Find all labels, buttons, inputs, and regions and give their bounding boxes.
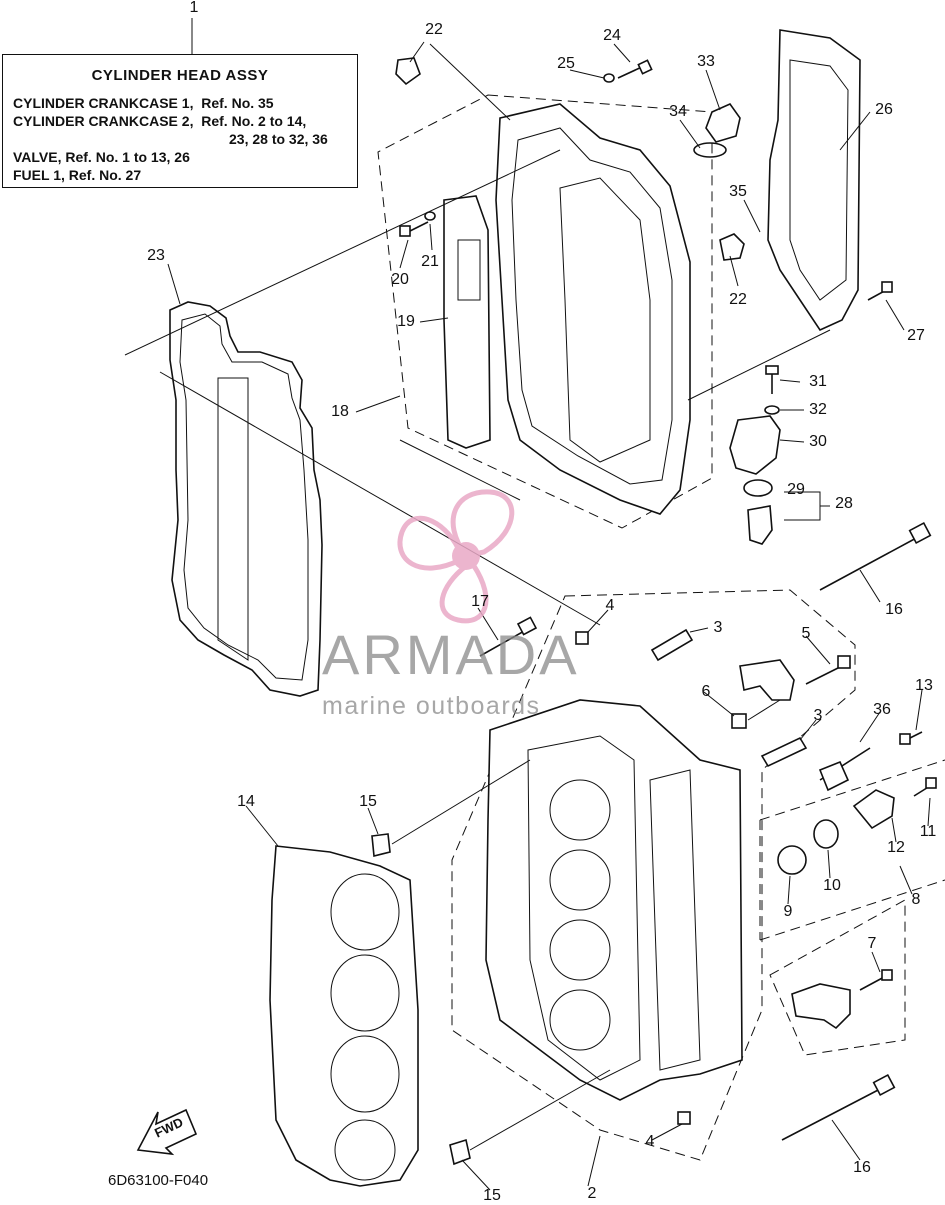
callout-3-lower: 3 xyxy=(813,707,823,724)
callout-22-right: 22 xyxy=(729,291,747,308)
callout-18: 18 xyxy=(331,403,349,420)
callout-15-upper: 15 xyxy=(359,793,377,810)
dowel-3-upper xyxy=(650,628,694,662)
callout-19: 19 xyxy=(397,313,415,330)
callout-3-upper: 3 xyxy=(713,619,723,636)
callout-32: 32 xyxy=(809,401,827,418)
forward-arrow-icon xyxy=(136,1108,198,1156)
callout-21: 21 xyxy=(421,253,439,270)
seal-10 xyxy=(813,819,839,849)
injector-28 xyxy=(747,505,773,545)
callout-2: 2 xyxy=(587,1185,597,1202)
info-line-crankcase-2: CYLINDER CRANKCASE 2, Ref. No. 2 to 14, xyxy=(13,113,307,129)
callout-7: 7 xyxy=(867,935,877,952)
info-box-title: CYLINDER HEAD ASSY xyxy=(91,67,269,84)
callout-8: 8 xyxy=(911,891,921,908)
cover-plate-19 xyxy=(443,195,491,449)
callout-14: 14 xyxy=(237,793,255,810)
callout-4-lower: 4 xyxy=(645,1133,655,1150)
plug-4-upper xyxy=(575,631,589,645)
info-line-valve: VALVE, Ref. No. 1 to 13, 26 xyxy=(13,149,190,165)
o-ring-29 xyxy=(743,479,773,497)
washer-25 xyxy=(603,73,615,83)
callout-35: 35 xyxy=(729,183,747,200)
washer-32 xyxy=(764,405,780,415)
o-ring-34 xyxy=(693,142,727,158)
callout-11: 11 xyxy=(919,823,937,840)
callout-24: 24 xyxy=(603,27,621,44)
clamp-bracket xyxy=(739,659,795,701)
armada-logo-icon xyxy=(397,489,515,624)
watermark-brand: ARMADA xyxy=(322,623,580,686)
housing-12 xyxy=(852,789,895,830)
head-bolt-16-upper xyxy=(819,535,921,591)
callout-28: 28 xyxy=(835,495,853,512)
callout-5: 5 xyxy=(801,625,811,642)
parts-info-box: CYLINDER HEAD ASSY CYLINDER CRANKCASE 1,… xyxy=(2,54,358,188)
dowel-15-lower xyxy=(449,1138,471,1166)
plug-4-lower xyxy=(677,1111,691,1125)
info-line-fuel: FUEL 1, Ref. No. 27 xyxy=(13,167,142,183)
callout-16-upper: 16 xyxy=(885,601,903,618)
callout-13: 13 xyxy=(915,677,933,694)
callout-27: 27 xyxy=(907,327,925,344)
callout-1: 1 xyxy=(189,0,199,16)
callout-30: 30 xyxy=(809,433,827,450)
bracket-lower xyxy=(791,983,851,1030)
watermark-tagline: marine outboards xyxy=(322,692,541,720)
callout-22-top: 22 xyxy=(425,21,443,38)
cylinder-head-2 xyxy=(485,699,743,1101)
lower-bracket-outline xyxy=(769,899,906,1056)
dowel-3-lower xyxy=(760,736,808,768)
callout-36: 36 xyxy=(873,701,891,718)
bracket-26 xyxy=(767,29,861,332)
callout-23: 23 xyxy=(147,247,165,264)
bolt-20 xyxy=(407,221,429,233)
oil-cap-33 xyxy=(705,103,741,143)
callout-25: 25 xyxy=(557,55,575,72)
callout-20: 20 xyxy=(391,271,409,288)
drawing-code: 6D63100-F040 xyxy=(108,1172,209,1189)
rotor-9 xyxy=(777,845,807,875)
info-line-crankcase-2-cont: 23, 28 to 32, 36 xyxy=(229,131,328,147)
oil-pump-group-outline xyxy=(759,759,945,941)
washer-21 xyxy=(424,211,436,221)
cover-gasket-23 xyxy=(169,301,323,697)
dowel-15-upper xyxy=(371,833,391,858)
callout-12: 12 xyxy=(887,839,905,856)
callout-16-lower: 16 xyxy=(853,1159,871,1176)
collar-6 xyxy=(731,713,747,729)
callout-34: 34 xyxy=(669,103,687,120)
head-bolt-16-lower xyxy=(781,1087,883,1141)
callout-26: 26 xyxy=(875,101,893,118)
head-gasket-14 xyxy=(269,845,419,1187)
bolt-17 xyxy=(479,629,527,657)
cylinder-head-group-outline xyxy=(451,589,856,1161)
callout-33: 33 xyxy=(697,53,715,70)
callout-10: 10 xyxy=(823,877,841,894)
info-line-crankcase-1: CYLINDER CRANKCASE 1, Ref. No. 35 xyxy=(13,95,274,111)
callout-6: 6 xyxy=(701,683,711,700)
callout-15-lower: 15 xyxy=(483,1187,501,1204)
callout-31: 31 xyxy=(809,373,827,390)
grommet-22-top xyxy=(395,57,421,86)
callout-4-upper: 4 xyxy=(605,597,615,614)
callout-17: 17 xyxy=(471,593,489,610)
callout-leaders xyxy=(167,41,931,1191)
sensor-30 xyxy=(729,415,781,475)
valve-cover-18 xyxy=(495,103,691,515)
callout-29: 29 xyxy=(787,481,805,498)
grommet-22-right xyxy=(719,233,745,261)
callout-9: 9 xyxy=(783,903,793,920)
